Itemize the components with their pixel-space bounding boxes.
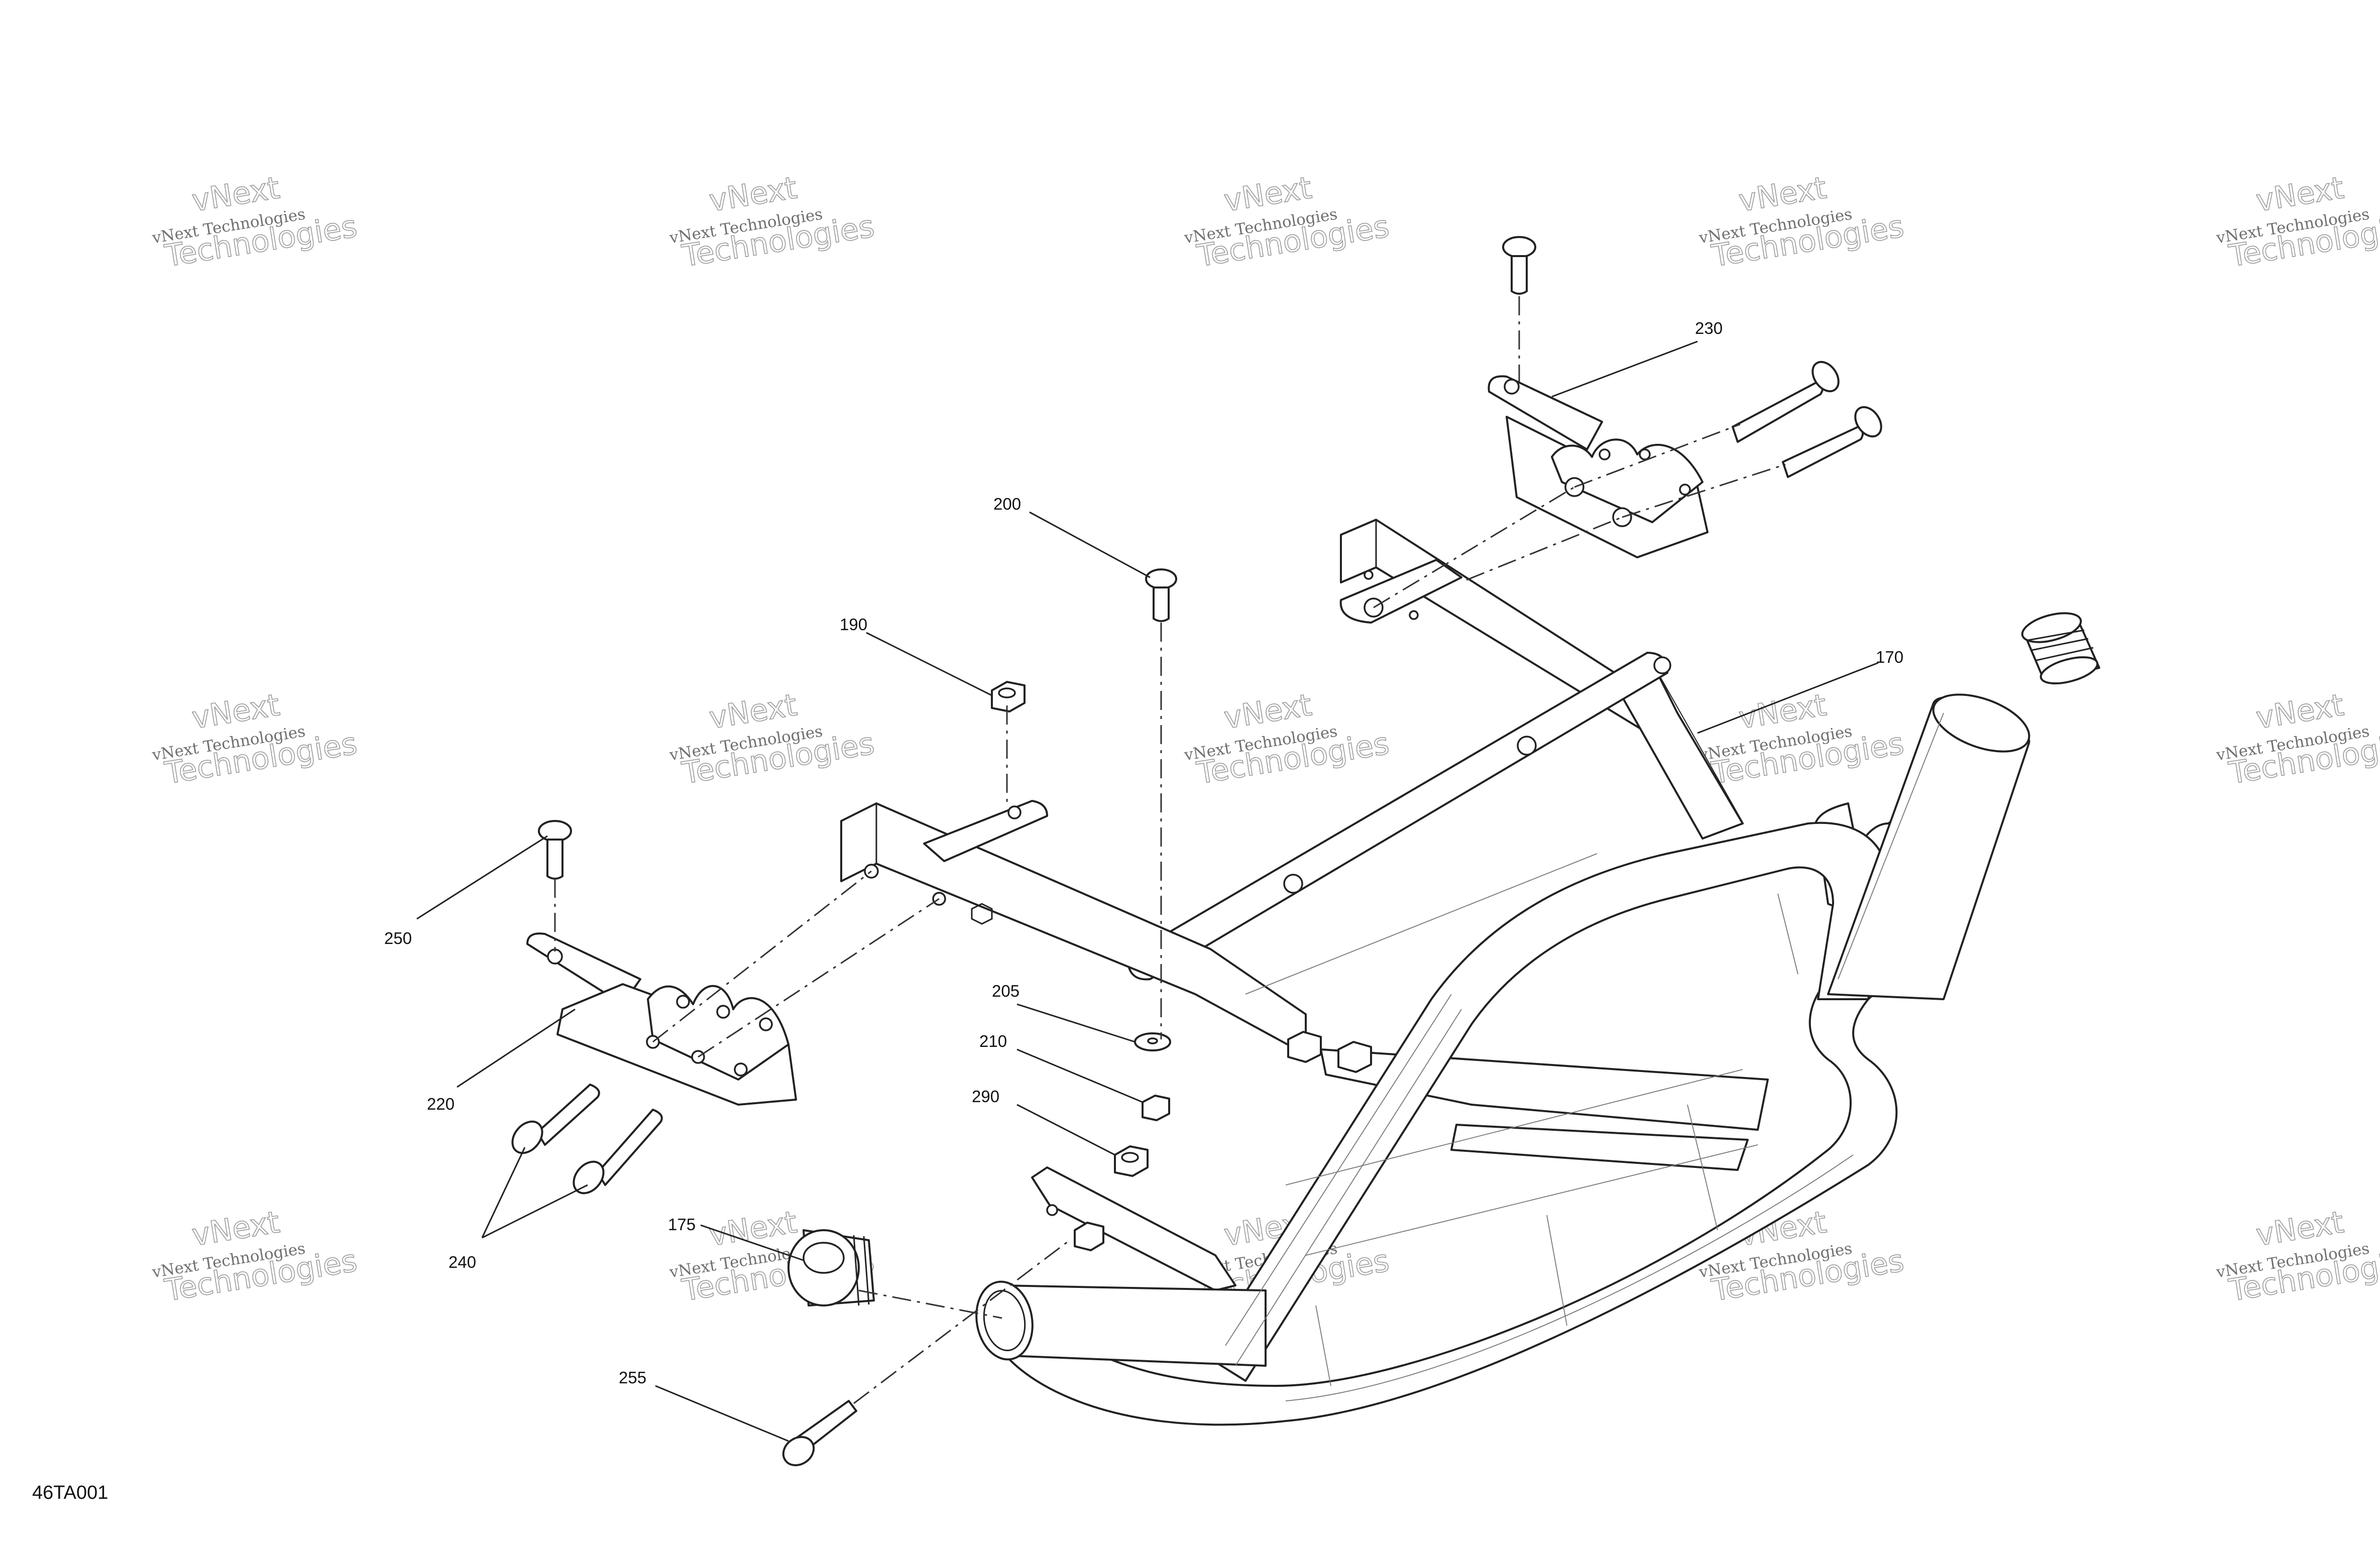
- end-cap-170: [2021, 612, 2100, 685]
- callout-170: 170: [1876, 648, 1903, 666]
- watermark: vNext Technologies vNext Technologies: [1183, 687, 1392, 791]
- leader-lines: [416, 340, 1879, 1442]
- watermark: vNext Technologies vNext Technologies: [2215, 687, 2380, 791]
- watermark: vNext Technologies vNext Technologies: [668, 687, 877, 791]
- plug-175: [787, 1229, 875, 1307]
- watermark: vNext Technologies vNext Technologies: [2215, 1204, 2380, 1309]
- callout-190: 190: [840, 615, 867, 634]
- callout-240: 240: [448, 1253, 476, 1271]
- pins-230: [1732, 361, 1882, 478]
- callout-255: 255: [619, 1368, 646, 1387]
- frame-assembly: [840, 519, 2030, 1426]
- callout-290: 290: [972, 1087, 999, 1106]
- rear-post-side: [1656, 672, 1744, 824]
- figure-id: 46TA001: [32, 1482, 108, 1503]
- callout-200: 200: [993, 495, 1021, 513]
- washer-205: [1134, 1032, 1171, 1051]
- callout-230: 230: [1695, 319, 1723, 337]
- bolt-230-top: [1502, 236, 1536, 295]
- callout-220: 220: [427, 1095, 455, 1113]
- watermark: vNext Technologies vNext Technologies: [151, 170, 360, 274]
- watermark: vNext Technologies vNext Technologies: [1183, 170, 1392, 274]
- watermark: vNext Technologies vNext Technologies: [2215, 170, 2380, 274]
- callout-175: 175: [668, 1215, 696, 1234]
- nut-190: [991, 681, 1026, 713]
- upper-square-tube: [1340, 519, 1678, 749]
- pins-240: [511, 1084, 663, 1195]
- callout-labels: 170 175 190 200 205 210 220 230 240 250 …: [384, 319, 1903, 1387]
- nut-210: [1142, 1095, 1170, 1121]
- watermark: vNext Technologies vNext Technologies: [668, 170, 877, 274]
- bolt-200: [1145, 568, 1177, 622]
- bracket-230: [1488, 375, 1709, 558]
- assembly-lines: [554, 296, 1786, 1404]
- front-bracket: [1031, 1166, 1236, 1291]
- watermark: vNext Technologies vNext Technologies: [151, 687, 360, 791]
- callout-210: 210: [979, 1032, 1007, 1050]
- long-mounting-tab: [1126, 652, 1668, 981]
- callout-250: 250: [384, 929, 412, 947]
- front-tube-left: [998, 1284, 1267, 1367]
- watermark: vNext Technologies vNext Technologies: [151, 1204, 360, 1309]
- bolt-250: [538, 820, 572, 880]
- bolt-255: [782, 1400, 857, 1467]
- watermark: vNext Technologies vNext Technologies: [1697, 170, 1907, 274]
- callout-205: 205: [992, 982, 1019, 1000]
- nut-290: [1114, 1145, 1149, 1177]
- watermark-layer: vNext Technologies vNext Technologies vN…: [151, 170, 2380, 1309]
- bracket-220: [526, 932, 797, 1106]
- lower-rail-2: [1450, 1124, 1749, 1171]
